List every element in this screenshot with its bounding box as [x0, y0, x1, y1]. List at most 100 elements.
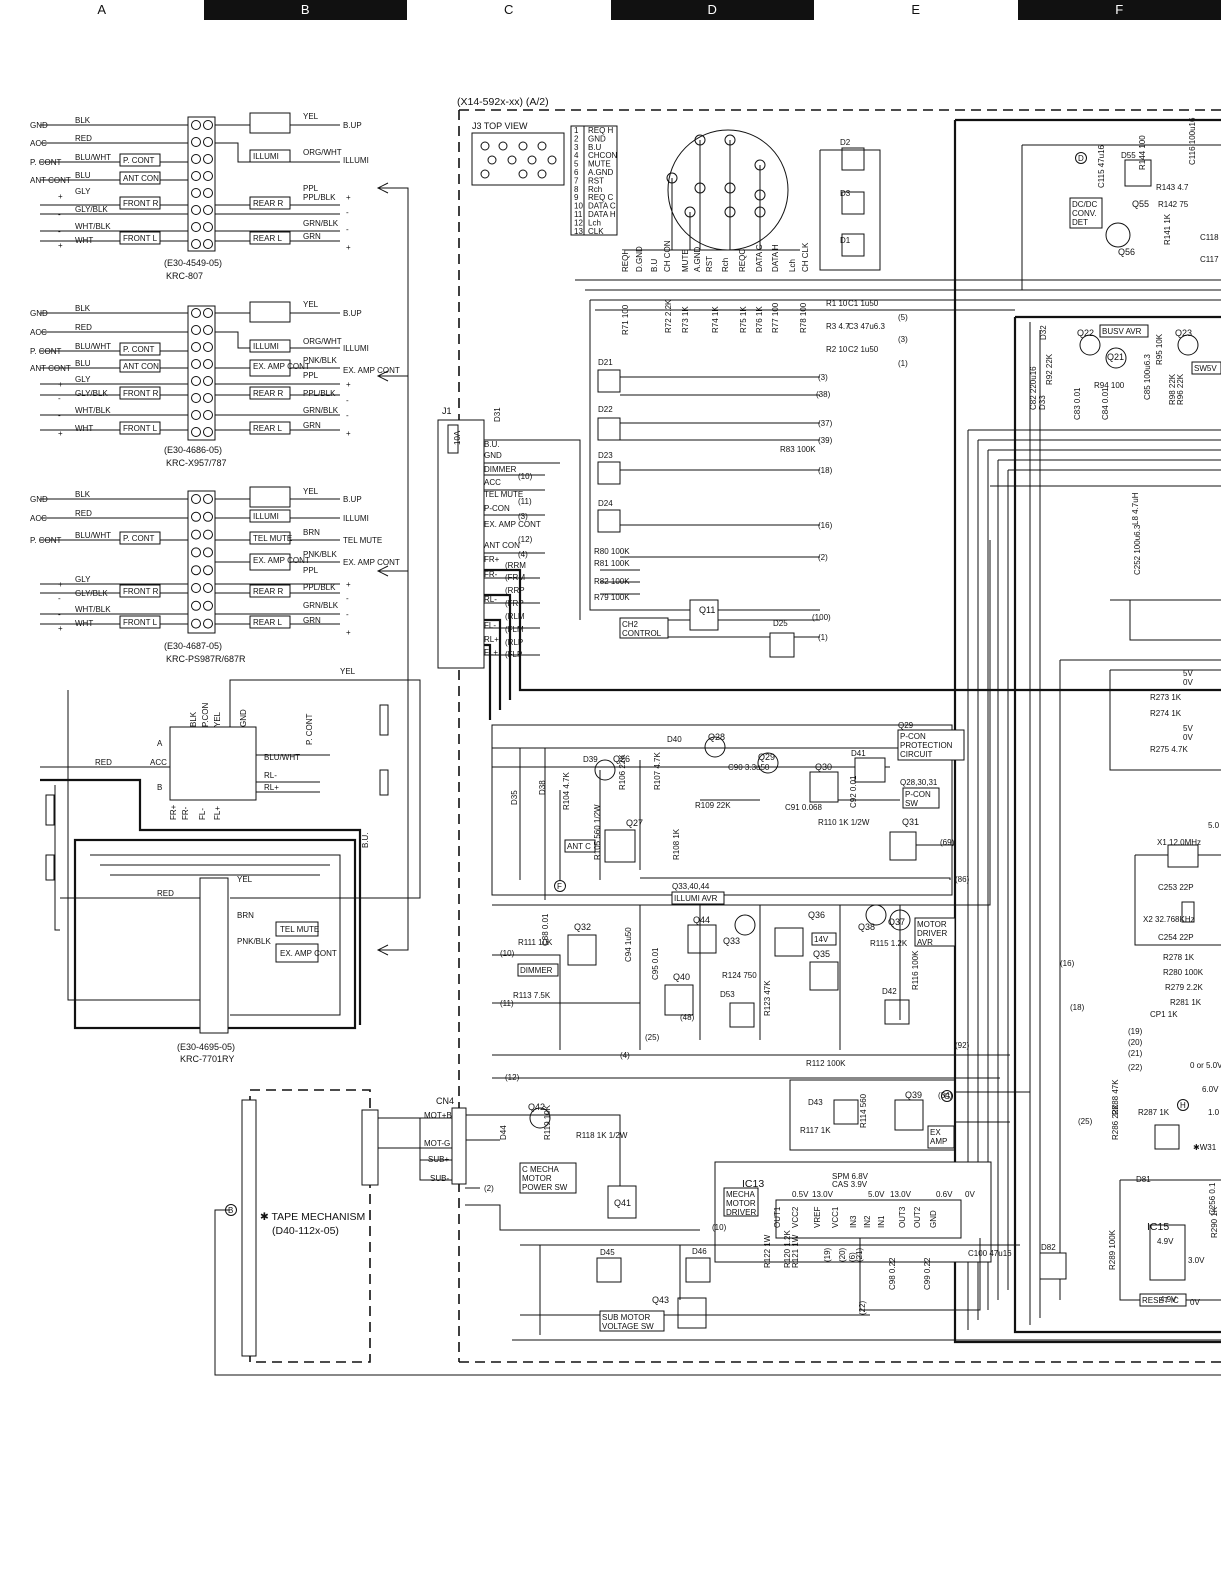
resistor-label: R1 10 — [826, 299, 848, 308]
harness-right-box — [249, 196, 291, 210]
resistor-label: R3 4.7 — [826, 322, 850, 331]
block-frame — [902, 787, 940, 809]
harness-right-label: + — [346, 580, 351, 589]
harness-right-label: + — [346, 380, 351, 389]
j3-pin-number: 2 — [574, 134, 579, 143]
transistor-label: Q30 — [815, 762, 832, 772]
harness-wire-color: GLY — [75, 575, 91, 584]
harness-wire-color: WHT/BLK — [75, 605, 111, 614]
harness-right-box-label: REAR R — [253, 389, 283, 398]
marker-circle — [1075, 152, 1087, 164]
block-label: P-CON — [900, 732, 926, 741]
ic13-pin-name: OUT3 — [898, 1206, 907, 1228]
ic15-volt-1: 4.9V — [1157, 1237, 1174, 1246]
j3-signal-label: DATA C — [755, 244, 764, 272]
crystal-label: X1 12.0MHz — [1157, 838, 1201, 847]
j3-pin-number: 5 — [574, 160, 579, 169]
j1-pin-label: ACC — [484, 478, 501, 487]
j3-signal-label: REQC — [738, 249, 747, 272]
q33-note: Q33,40,44 — [672, 882, 710, 891]
harness-left-box — [119, 171, 161, 185]
harness-left-label: - — [58, 594, 61, 603]
relay-label-red-2: RED — [157, 889, 174, 898]
resistor-label: R81 100K — [594, 559, 630, 568]
marker-circle — [941, 1090, 953, 1102]
harness-part-number: (E30-4549-05) — [164, 258, 222, 268]
harness-right-label: - — [346, 411, 349, 420]
j3-signal-label: D.GND — [635, 246, 644, 272]
harness-pin — [203, 494, 213, 504]
block-frame — [914, 917, 956, 947]
diode-label: D1 — [840, 236, 851, 245]
transistor-label: Q55 — [1132, 199, 1149, 209]
resistor-label: R289 100K — [1108, 1229, 1117, 1270]
resistor-label: R82 100K — [594, 577, 630, 586]
voltage-note: 5V — [1183, 669, 1193, 678]
harness-right-label: + — [346, 243, 351, 252]
harness-left-box-label: ANT CON — [123, 362, 159, 371]
block-frame — [519, 1162, 577, 1194]
reference-marker: G — [944, 1092, 950, 1101]
net-number: (3) — [818, 373, 828, 382]
relay-harness-model: KRC-7701RY — [180, 1054, 234, 1064]
diode-label: D25 — [773, 619, 788, 628]
cn4-pin-1: MOT+B — [424, 1111, 452, 1120]
relay-top-pin-1: BLK — [189, 711, 198, 727]
transistor-labels: Q22Q21Q23Q55Q56Q26Q27Q28Q29Q30Q31Q32Q33Q… — [528, 199, 1192, 1305]
net-number: (86) — [955, 875, 970, 884]
block-frame — [927, 1125, 955, 1149]
harness-pin — [203, 393, 213, 403]
harness-right-label: + — [346, 628, 351, 637]
cn4-title: CN4 — [436, 1096, 454, 1106]
diode-label: D21 — [598, 358, 613, 367]
harness-pin — [203, 205, 213, 215]
ic13-voltage: 13.0V — [890, 1190, 912, 1199]
ruler-cell-f: F — [1017, 0, 1221, 20]
ic15-volt-2: 3.0V — [1188, 1256, 1205, 1265]
j3-pin-number: 12 — [574, 218, 583, 227]
capacitor-label: C92 0.01 — [849, 775, 858, 808]
harness-pin — [203, 529, 213, 540]
harness-right-wire-color: GRN — [303, 421, 321, 430]
harness-left-box — [119, 231, 161, 245]
j1-wire-label: (FLP — [505, 650, 522, 659]
block-label: AMP — [930, 1137, 947, 1146]
harness-right-label: ILLUMI — [343, 156, 369, 165]
harness-left-label: + — [58, 624, 63, 633]
j1-wire-label: (FRM — [505, 573, 525, 582]
harness-left-box — [119, 342, 161, 356]
harness-left-label: ANT CONT — [30, 364, 71, 373]
harness-right-box-label: ILLUMI — [253, 152, 279, 161]
diode-label: D82 — [1041, 1243, 1056, 1252]
j3-pin-name: REQ C — [588, 193, 614, 202]
ruler-cell-c: C — [407, 0, 611, 20]
harness-left-box-label: FRONT R — [123, 587, 159, 596]
ic13-voltage: 5.0V — [868, 1190, 885, 1199]
j3-pin-name: GND — [588, 134, 606, 143]
harness-pin — [203, 410, 213, 420]
net-number: (21) — [1128, 1049, 1143, 1058]
ic13-voltage: 0.6V — [936, 1190, 953, 1199]
resistor-label: R106 22K — [618, 754, 627, 790]
j3-signal-label: Rch — [721, 258, 730, 272]
harness-left-box — [119, 386, 161, 400]
block-frame — [1191, 361, 1221, 375]
harness-pin — [191, 188, 201, 198]
harness-right-wire-color: GRN — [303, 232, 321, 241]
harness-pin — [191, 529, 201, 540]
capacitor-label: C256 0.1 — [1208, 1182, 1217, 1215]
j3-pin-name: MUTE — [588, 160, 611, 169]
block-frame — [564, 839, 596, 853]
j1-wire-label: (RRP — [505, 586, 525, 595]
harness-part-number: (E30-4686-05) — [164, 445, 222, 455]
diode-label: D81 — [1136, 1175, 1151, 1184]
resistor-label: R279 2.2K — [1165, 983, 1203, 992]
transistor-label: Q21 — [1107, 352, 1124, 362]
ic13-pin-name: OUT1 — [773, 1206, 782, 1228]
harness-right-label: - — [346, 594, 349, 603]
j1-wire-label: (RLP — [505, 638, 523, 647]
block-frame — [1069, 197, 1103, 229]
relay-label-bu: B.U. — [361, 832, 370, 848]
